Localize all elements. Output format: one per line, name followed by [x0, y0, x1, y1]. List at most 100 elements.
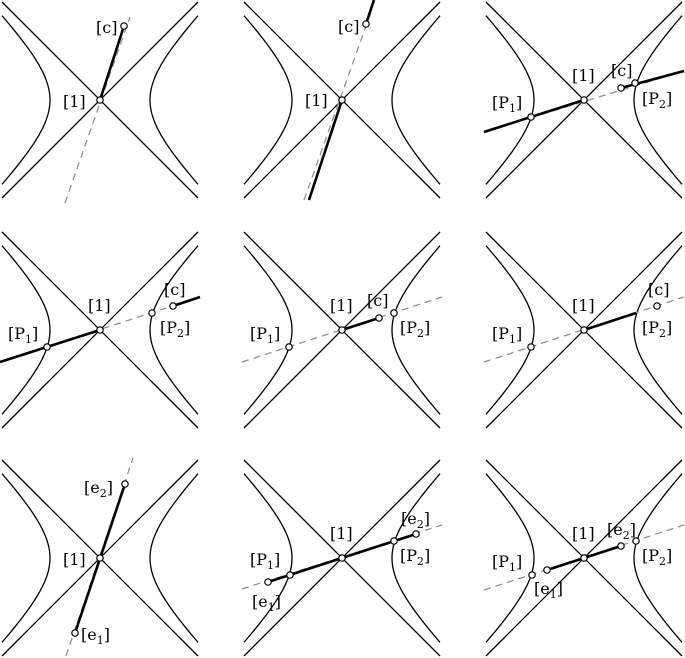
label-base: [e	[81, 625, 97, 644]
panel-9: [e2][1][P1][P2][e1]	[483, 459, 685, 657]
label-base: [P	[400, 318, 417, 337]
panel-8: [e2][1][P1][P2][e1]	[241, 459, 443, 657]
label-one: [1]	[305, 91, 328, 110]
label-close-bracket: ]	[107, 478, 113, 497]
label-close-bracket: ]	[424, 509, 430, 528]
hyperbola-right-branch	[149, 473, 199, 643]
label-close-bracket: ]	[32, 324, 38, 343]
label-one: [1]	[63, 550, 86, 569]
label-base: [e	[84, 478, 100, 497]
hyperbola-left-branch	[485, 15, 535, 185]
label-one: [1]	[330, 296, 353, 315]
label-subscript: 2	[417, 555, 424, 568]
hyperbola-left-branch	[485, 245, 535, 415]
label-close-bracket: ]	[666, 546, 672, 565]
label-base: [1]	[63, 550, 86, 569]
label-close-bracket: ]	[557, 579, 563, 598]
label-close-bracket: ]	[104, 625, 110, 644]
label-subscript: 2	[417, 327, 424, 340]
label-subscript: 1	[97, 634, 104, 647]
point-marker	[580, 326, 588, 334]
label-subscript: 2	[623, 529, 630, 542]
label-subscript: 1	[267, 559, 274, 572]
label-base: [c]	[338, 17, 359, 36]
label-subscript: 2	[100, 487, 107, 500]
label-base: [P	[8, 324, 25, 343]
label-one: [1]	[88, 296, 111, 315]
label-c: [c]	[611, 61, 632, 80]
point-marker	[96, 326, 104, 334]
label-subscript: 2	[177, 327, 184, 340]
point-marker	[632, 537, 640, 545]
label-one: [1]	[572, 524, 595, 543]
point-marker	[412, 530, 420, 538]
point-marker	[286, 571, 294, 579]
hyperbola-left-branch	[485, 473, 535, 643]
point-marker	[617, 542, 625, 550]
point-marker	[653, 302, 661, 310]
point-marker	[169, 302, 177, 310]
point-marker	[338, 96, 346, 104]
point-marker	[338, 326, 346, 334]
point-marker	[285, 343, 293, 351]
label-close-bracket: ]	[516, 93, 522, 112]
point-marker	[390, 309, 398, 317]
dashed-line	[303, 11, 372, 201]
label-P1: [P1]	[492, 552, 522, 574]
label-base: [1]	[572, 524, 595, 543]
label-c: [c]	[338, 17, 359, 36]
label-e2: [e2]	[84, 478, 113, 500]
label-P1: [P1]	[250, 324, 280, 346]
label-base: [1]	[88, 296, 111, 315]
panel-6: [c][1][P1][P2]	[483, 231, 685, 429]
hyperbola-right-branch	[633, 473, 683, 643]
point-marker	[338, 554, 346, 562]
label-close-bracket: ]	[666, 89, 672, 108]
label-close-bracket: ]	[666, 318, 672, 337]
label-base: [1]	[572, 66, 595, 85]
label-base: [c]	[367, 291, 388, 310]
label-close-bracket: ]	[274, 324, 280, 343]
label-base: [c]	[611, 61, 632, 80]
point-marker	[527, 343, 535, 351]
label-subscript: 1	[25, 333, 32, 346]
label-subscript: 1	[268, 601, 275, 614]
label-base: [P	[492, 552, 509, 571]
point-marker	[362, 20, 370, 28]
label-base: [P	[492, 324, 509, 343]
label-subscript: 2	[417, 518, 424, 531]
point-marker	[120, 22, 128, 30]
hyperbola-right-branch	[149, 15, 199, 185]
label-e1: [e1]	[81, 625, 110, 647]
label-close-bracket: ]	[274, 550, 280, 569]
label-close-bracket: ]	[516, 324, 522, 343]
label-c: [c]	[367, 291, 388, 310]
point-marker	[543, 566, 551, 574]
point-marker	[96, 554, 104, 562]
label-subscript: 1	[509, 333, 516, 346]
label-P1: [P1]	[492, 324, 522, 346]
hyperbola-left-branch	[243, 15, 293, 185]
thick-segment	[364, 0, 376, 25]
thick-segment	[341, 316, 380, 332]
hyperbola-right-branch	[391, 245, 441, 415]
label-one: [1]	[572, 66, 595, 85]
label-P1: [P1]	[250, 550, 280, 572]
point-marker	[580, 96, 588, 104]
point-marker	[631, 79, 639, 87]
label-P2: [P2]	[400, 318, 430, 340]
panel-5: [c] [1] [P1] [P2]	[241, 231, 443, 429]
label-subscript: 1	[550, 588, 557, 601]
label-base: [P	[642, 318, 659, 337]
hyperbola-left-branch	[1, 15, 51, 185]
point-marker	[264, 578, 272, 586]
label-e1: [e1]	[534, 579, 563, 601]
label-P2: [P2]	[642, 318, 672, 340]
point-marker	[527, 113, 535, 121]
label-base: [P	[492, 93, 509, 112]
label-base: [P	[400, 546, 417, 565]
point-marker	[148, 309, 156, 317]
label-P2: [P2]	[160, 318, 190, 340]
label-base: [1]	[572, 296, 595, 315]
hyperbola-left-branch	[1, 473, 51, 643]
